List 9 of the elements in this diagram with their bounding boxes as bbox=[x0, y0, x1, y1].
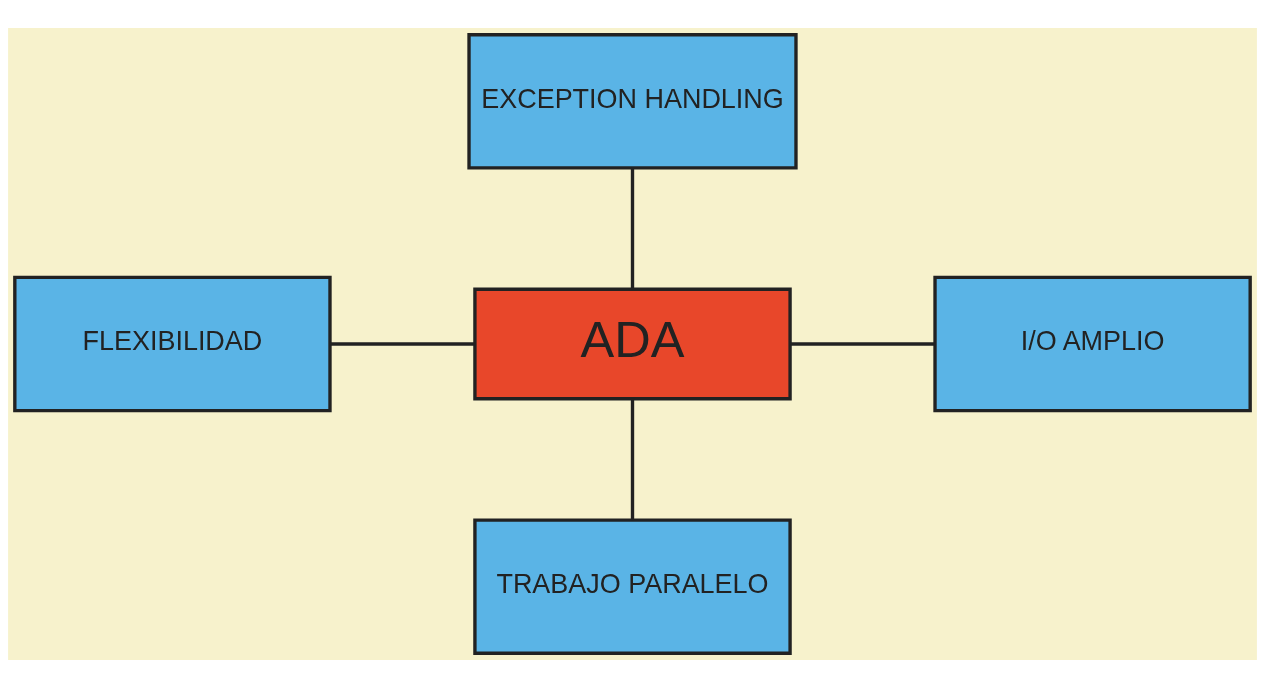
node-box: I/O AMPLIO bbox=[933, 275, 1252, 412]
node-box: EXCEPTION HANDLING bbox=[467, 32, 798, 170]
connector bbox=[330, 341, 475, 346]
node-box: TRABAJO PARALELO bbox=[473, 517, 792, 655]
connector bbox=[790, 341, 935, 346]
node-box: ADA bbox=[473, 287, 792, 400]
node-box: FLEXIBILIDAD bbox=[13, 275, 332, 412]
connector bbox=[630, 167, 635, 289]
connector bbox=[630, 398, 635, 520]
